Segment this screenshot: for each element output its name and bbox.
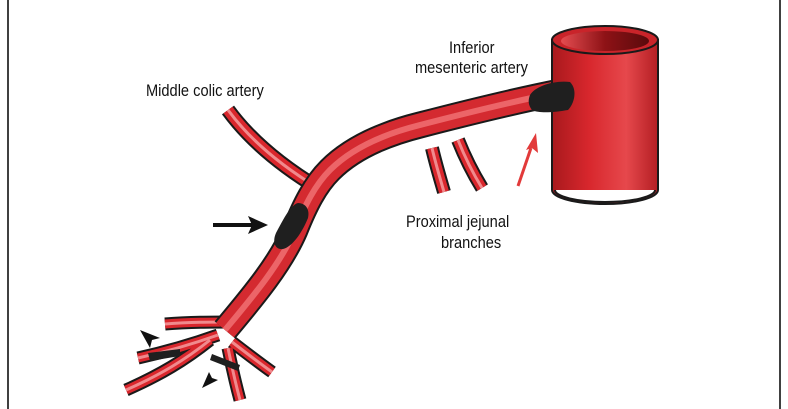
arrowhead-bottom — [202, 372, 218, 388]
red-arrow — [518, 133, 538, 186]
arrowhead-left — [140, 330, 160, 348]
proximal-jejunal-branches — [432, 140, 482, 192]
proximal-jejunal-label-line1: Proximal jejunal — [406, 212, 509, 232]
inferior-mesenteric-label-line2: mesenteric artery — [415, 58, 528, 78]
middle-colic-artery-label: Middle colic artery — [146, 81, 264, 101]
main-artery-trunk — [225, 92, 560, 330]
black-arrow — [213, 216, 268, 234]
proximal-jejunal-label-line2: branches — [441, 233, 501, 253]
inferior-mesenteric-label-line1: Inferior — [449, 38, 495, 58]
middle-colic-branch — [228, 110, 318, 188]
aorta — [552, 26, 658, 204]
